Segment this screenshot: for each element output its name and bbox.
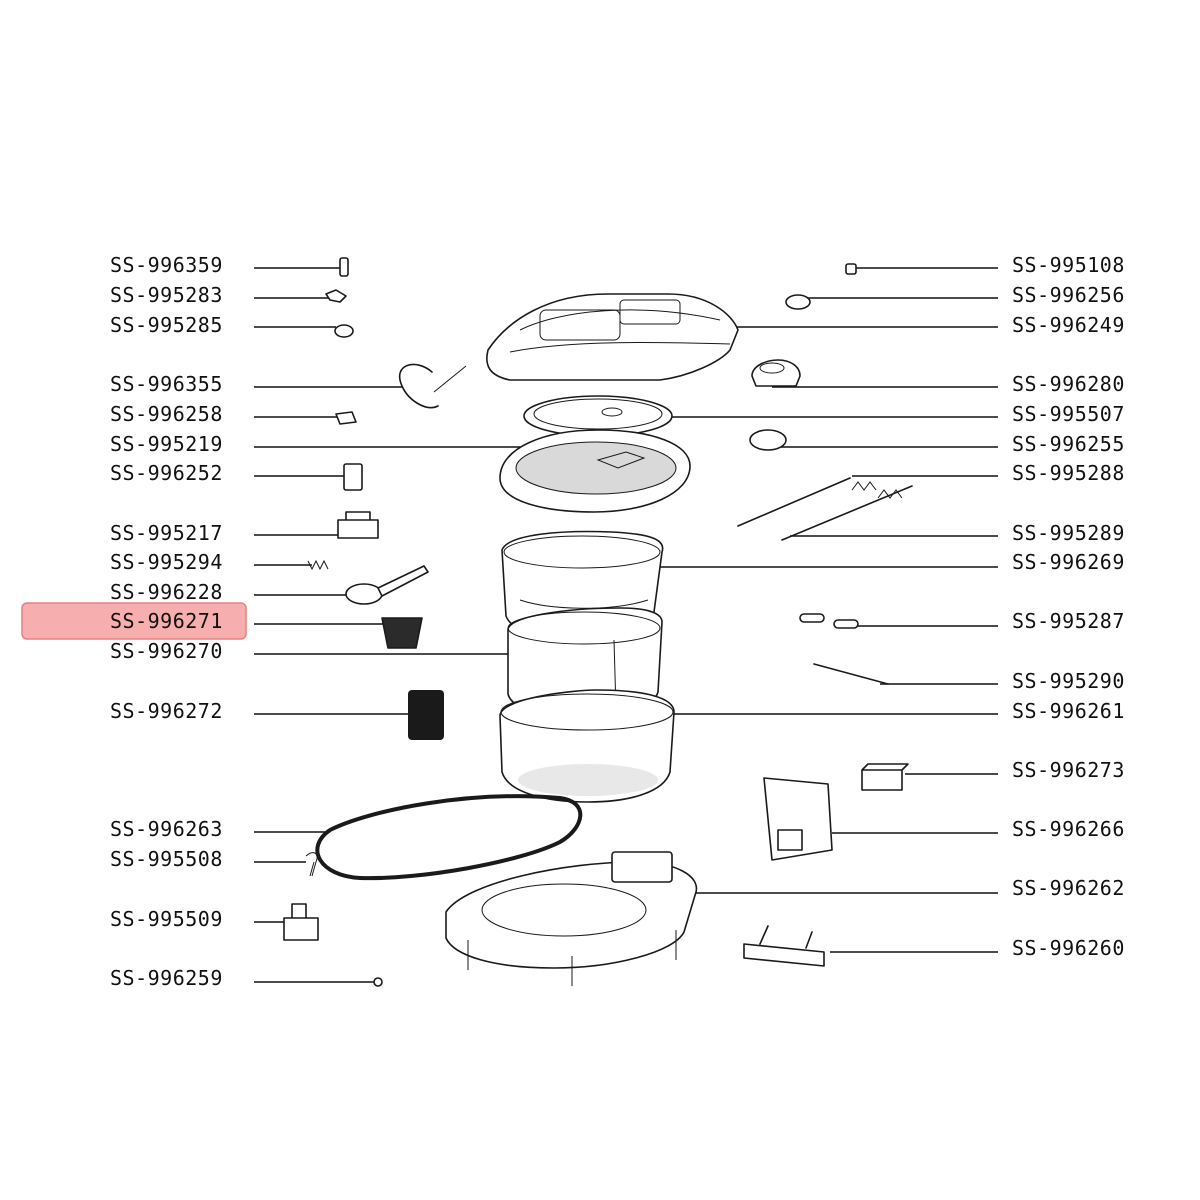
part-label-right[interactable]: SS-995287	[1012, 609, 1125, 633]
part-label-left[interactable]: SS-996252	[110, 461, 223, 485]
latch-part	[335, 411, 357, 425]
spring-part	[307, 559, 329, 571]
spoon-part	[345, 583, 383, 605]
part-label-left[interactable]: SS-995283	[110, 283, 223, 307]
highlighted-part-box[interactable]	[21, 602, 247, 640]
hinge-rod-part	[781, 485, 913, 541]
block-part	[343, 463, 363, 491]
part-label-right[interactable]: SS-995290	[1012, 669, 1125, 693]
part-label-right[interactable]: SS-996260	[1012, 936, 1125, 960]
part-label-left[interactable]: SS-995217	[110, 521, 223, 545]
part-label-left[interactable]: SS-995508	[110, 847, 223, 871]
part-label-right[interactable]: SS-996261	[1012, 699, 1125, 723]
part-label-right[interactable]: SS-996269	[1012, 550, 1125, 574]
part-label-left[interactable]: SS-996270	[110, 639, 223, 663]
left-labels: SS-996359 SS-995283 SS-995285 SS-996355 …	[110, 253, 223, 990]
pin-part	[339, 257, 349, 277]
right-leader-lines	[652, 267, 998, 953]
part-label-left[interactable]: SS-995285	[110, 313, 223, 337]
part-label-left[interactable]: SS-996263	[110, 817, 223, 841]
part-label-left[interactable]: SS-996258	[110, 402, 223, 426]
part-label-right[interactable]: SS-996249	[1012, 313, 1125, 337]
gasket-ring-part	[315, 794, 583, 881]
part-label-left[interactable]: SS-996359	[110, 253, 223, 277]
hinge-rod-part	[737, 477, 851, 527]
part-label-left[interactable]: SS-996355	[110, 372, 223, 396]
part-label-right[interactable]: SS-996266	[1012, 817, 1125, 841]
pin-pair-part	[799, 613, 825, 623]
part-label-right[interactable]: SS-996255	[1012, 432, 1125, 456]
clip-part	[325, 289, 347, 303]
part-label-left[interactable]: SS-995509	[110, 907, 223, 931]
part-label-right[interactable]: SS-995289	[1012, 521, 1125, 545]
hook-cable-part	[399, 363, 439, 409]
small-parts-right	[737, 263, 913, 967]
small-clip-part	[305, 852, 318, 877]
part-label-right[interactable]: SS-995108	[1012, 253, 1125, 277]
tall-cup-part	[408, 690, 444, 740]
small-plug-part	[845, 263, 857, 275]
part-label-right[interactable]: SS-996262	[1012, 876, 1125, 900]
measuring-cup-part	[381, 617, 423, 649]
washer-part	[334, 324, 354, 338]
bracket-part	[337, 511, 379, 539]
latch-assembly-part	[283, 903, 319, 941]
torsion-spring-part	[851, 481, 877, 491]
lid-top-part	[486, 293, 739, 381]
main-assembly	[315, 293, 739, 986]
part-label-left[interactable]: SS-995219	[110, 432, 223, 456]
long-rod-part	[813, 663, 889, 685]
part-label-right[interactable]: SS-996273	[1012, 758, 1125, 782]
screw-part	[373, 977, 383, 987]
part-label-left[interactable]: SS-996259	[110, 966, 223, 990]
right-labels: SS-995108 SS-996256 SS-996249 SS-996280 …	[1012, 253, 1125, 960]
small-parts-left	[283, 257, 467, 987]
left-leader-lines	[254, 267, 610, 983]
valve-ring-part	[749, 429, 787, 451]
valve-seat-part	[785, 294, 811, 310]
part-label-left[interactable]: SS-996272	[110, 699, 223, 723]
part-label-right[interactable]: SS-995288	[1012, 461, 1125, 485]
base-housing-part	[445, 861, 698, 969]
part-label-left-highlighted[interactable]: SS-996271	[110, 609, 223, 633]
part-label-right[interactable]: SS-996256	[1012, 283, 1125, 307]
bottom-bracket-part	[743, 925, 825, 967]
part-label-right[interactable]: SS-996280	[1012, 372, 1125, 396]
part-label-left[interactable]: SS-996228	[110, 580, 223, 604]
sensor-box-part	[861, 763, 909, 791]
part-label-right[interactable]: SS-995507	[1012, 402, 1125, 426]
part-label-left[interactable]: SS-995294	[110, 550, 223, 574]
